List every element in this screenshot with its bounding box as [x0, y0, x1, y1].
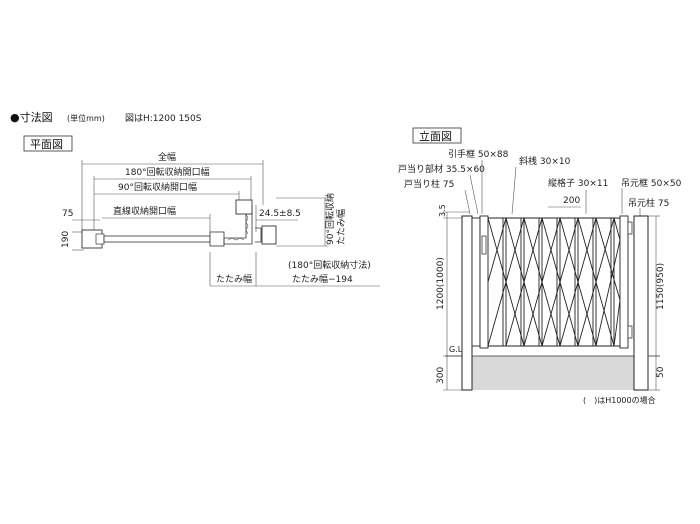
unit-note: (単位mm) [67, 113, 105, 123]
elev-hanging-post [633, 215, 649, 391]
plan-gate-rail [103, 235, 211, 243]
dim-top-35: 3.5 [438, 204, 447, 217]
dim-bury-50: 50 [656, 366, 666, 378]
dim-depth-190: 190 [61, 231, 71, 248]
dim-rot-180-note: (180°回転収納寸法) [288, 259, 371, 271]
plan-hanging-post [235, 199, 253, 215]
dim-left-75: 75 [62, 209, 73, 219]
elevation-view: 立面図 引手框 50×88 斜桟 30×10 戸当り部材 35.5×60 戸当り… [398, 127, 682, 405]
drawing-title: ●寸法図 [10, 110, 53, 124]
dim-open-straight: 直線収納開口幅 [113, 205, 176, 217]
plan-title-box [23, 135, 73, 152]
footnote: ( )はH1000の場合 [583, 395, 656, 405]
label-hanging-post: 吊元柱 75 [628, 197, 669, 209]
label-diagonal: 斜桟 30×10 [519, 155, 571, 167]
elev-lattice [487, 217, 621, 347]
plan-folded-gate [209, 231, 225, 247]
dim-fold-90-line1: 90°回転収納 [324, 193, 336, 245]
dim-bury-300: 300 [436, 367, 446, 384]
dim-height-left: 1200(1000) [436, 257, 446, 310]
dim-full-width: 全幅 [158, 151, 176, 163]
dim-fold-90: 90°回転収納 たたみ幅 [324, 190, 347, 245]
elev-hanging-frame [619, 215, 629, 349]
label-hanging-frame: 吊元框 50×50 [621, 177, 682, 189]
dim-open-180: 180°回転収納開口幅 [125, 166, 210, 178]
plan-view: 平面図 全幅 180°回転収納開口幅 90°回転収納開口幅 直線収納開口幅 75… [23, 135, 380, 287]
elevation-title: 立面図 [419, 129, 452, 143]
dim-fold-width-minus: たたみ幅−194 [292, 273, 353, 285]
dim-fold-width: たたみ幅 [216, 273, 252, 285]
label-stopper-post: 戸当り柱 75 [404, 178, 454, 190]
label-vertical-bar: 縦格子 30×11 [548, 177, 608, 189]
label-stopper-part: 戸当り部材 35.5×60 [398, 163, 485, 175]
elevation-title-box [412, 127, 462, 144]
dim-height-right: 1150(950) [656, 263, 666, 310]
plan-title: 平面図 [30, 138, 63, 151]
label-ground: G.L. [449, 345, 465, 354]
dim-offset: 24.5±8.5 [259, 209, 301, 219]
elev-stopper-post [461, 215, 473, 391]
label-pull-frame: 引手框 50×88 [448, 148, 509, 160]
foundation [462, 356, 648, 390]
model-note: 図はH:1200 150S [125, 113, 202, 124]
label-pitch: 200 [563, 196, 580, 206]
dim-fold-90-line2: たたみ幅 [335, 209, 347, 245]
dim-open-90: 90°回転収納開口幅 [118, 181, 197, 193]
plan-hanging-post-2 [261, 225, 277, 245]
